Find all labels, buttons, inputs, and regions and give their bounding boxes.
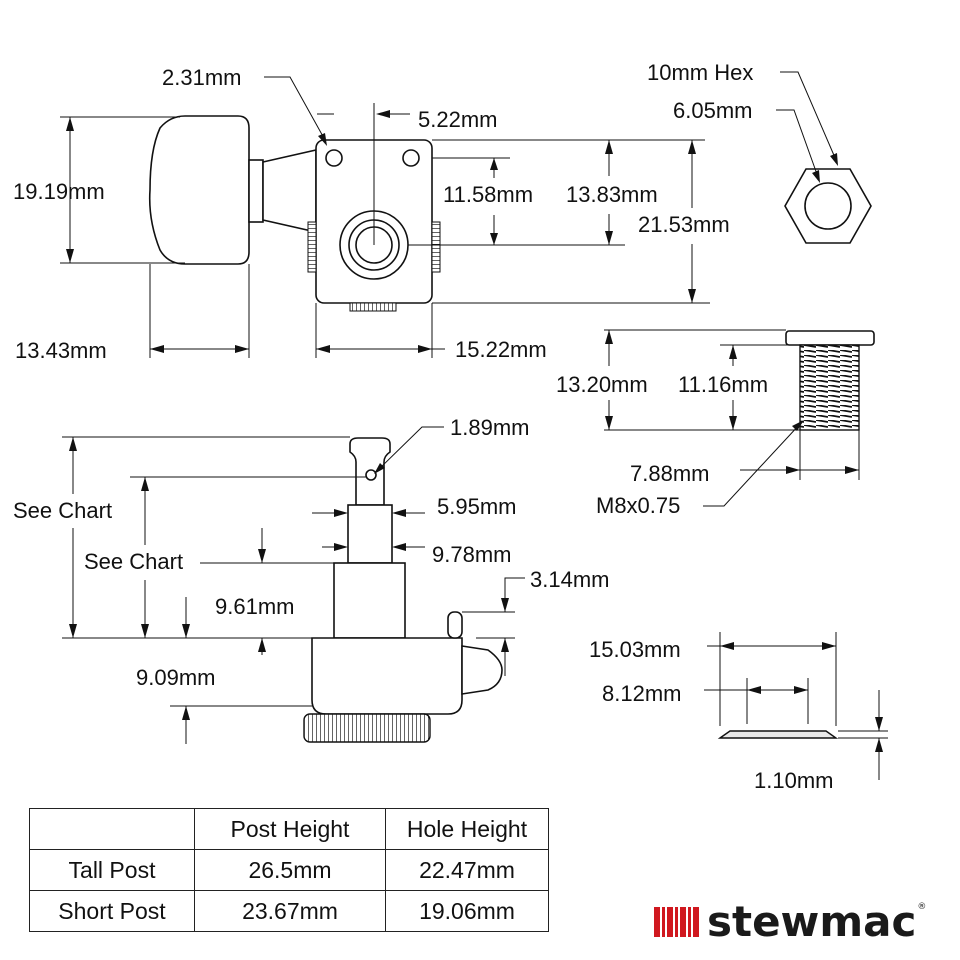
table-cell: 19.06mm: [385, 890, 549, 932]
table-cell: 26.5mm: [194, 849, 386, 891]
bushing-side: [333, 562, 406, 639]
dim-13-20: 13.20mm: [556, 372, 648, 397]
hex-nut-hole: [804, 182, 852, 230]
housing-bulge: [461, 645, 503, 695]
table-row: Tall Post 26.5mm 22.47mm: [29, 849, 549, 891]
table-cell: 22.47mm: [385, 849, 549, 891]
post-height-table: Post Height Hole Height Tall Post 26.5mm…: [29, 808, 549, 932]
table-header-row: Post Height Hole Height: [29, 808, 549, 850]
dim-6-05: 6.05mm: [673, 98, 752, 123]
tuner-button: [148, 115, 250, 265]
table-cell: Short Post: [29, 890, 195, 932]
mount-hole-left: [325, 149, 343, 167]
dim-10mm-hex: 10mm Hex: [647, 60, 753, 85]
table-header-cell: Hole Height: [385, 808, 549, 850]
stewmac-mark-icon: [654, 907, 699, 937]
table-cell: Tall Post: [29, 849, 195, 891]
side-view: 1.89mm See Chart See Chart 5.95mm 9.78mm…: [13, 415, 609, 744]
gear-edge-bottom: [349, 302, 397, 312]
gear-edge-left: [307, 221, 317, 273]
table-cell: 23.67mm: [194, 890, 386, 932]
mount-hole-right: [402, 149, 420, 167]
dim-9-78: 9.78mm: [432, 542, 511, 567]
locating-pin: [447, 611, 463, 639]
button-collar: [248, 159, 264, 223]
dim-see-chart-hole: See Chart: [84, 549, 183, 574]
top-view: 2.31mm 5.22mm 19.19mm 11.58mm 13.83mm 21…: [13, 65, 730, 363]
string-hole: [365, 469, 377, 481]
brand-name: stewmac: [707, 897, 917, 946]
tuner-shaft: [262, 148, 317, 234]
dim-9-09: 9.09mm: [136, 665, 215, 690]
bushing-flange: [785, 330, 875, 346]
dim-m8x0-75: M8x0.75: [596, 493, 680, 518]
gear-edge-right: [431, 221, 441, 273]
hex-nut-view: 10mm Hex 6.05mm: [647, 60, 872, 244]
dim-5-22: 5.22mm: [418, 107, 497, 132]
dim-1-89: 1.89mm: [450, 415, 529, 440]
dim-3-14: 3.14mm: [530, 567, 609, 592]
dim-11-16: 11.16mm: [678, 372, 768, 397]
housing-side: [311, 637, 463, 715]
table-header-cell: [29, 808, 195, 850]
dim-8-12: 8.12mm: [602, 681, 681, 706]
dim-2-31: 2.31mm: [162, 65, 241, 90]
washer-view: 15.03mm 8.12mm 1.10mm: [589, 632, 888, 793]
post-shaft: [347, 504, 393, 564]
bushing-thread: [799, 344, 860, 431]
dim-9-61: 9.61mm: [215, 594, 294, 619]
top-view-dimensions: [60, 76, 710, 358]
dim-7-88: 7.88mm: [630, 461, 709, 486]
table-row: Short Post 23.67mm 19.06mm: [29, 890, 549, 932]
dim-15-22: 15.22mm: [455, 337, 547, 362]
dim-1-10: 1.10mm: [754, 768, 833, 793]
dim-see-chart-post: See Chart: [13, 498, 112, 523]
stewmac-logo: stewmac ®: [654, 898, 926, 946]
dim-13-83: 13.83mm: [566, 182, 658, 207]
dim-5-95: 5.95mm: [437, 494, 516, 519]
dim-13-43: 13.43mm: [15, 338, 107, 363]
dim-19-19: 19.19mm: [13, 179, 105, 204]
bushing-view: 13.20mm 11.16mm 7.88mm M8x0.75: [556, 329, 875, 518]
dim-11-58: 11.58mm: [443, 182, 533, 207]
knurled-wheel: [303, 713, 431, 743]
dim-15-03: 15.03mm: [589, 637, 681, 662]
registered-mark: ®: [917, 902, 927, 912]
washer-profile: [717, 730, 839, 739]
dim-21-53: 21.53mm: [638, 212, 730, 237]
table-header-cell: Post Height: [194, 808, 386, 850]
